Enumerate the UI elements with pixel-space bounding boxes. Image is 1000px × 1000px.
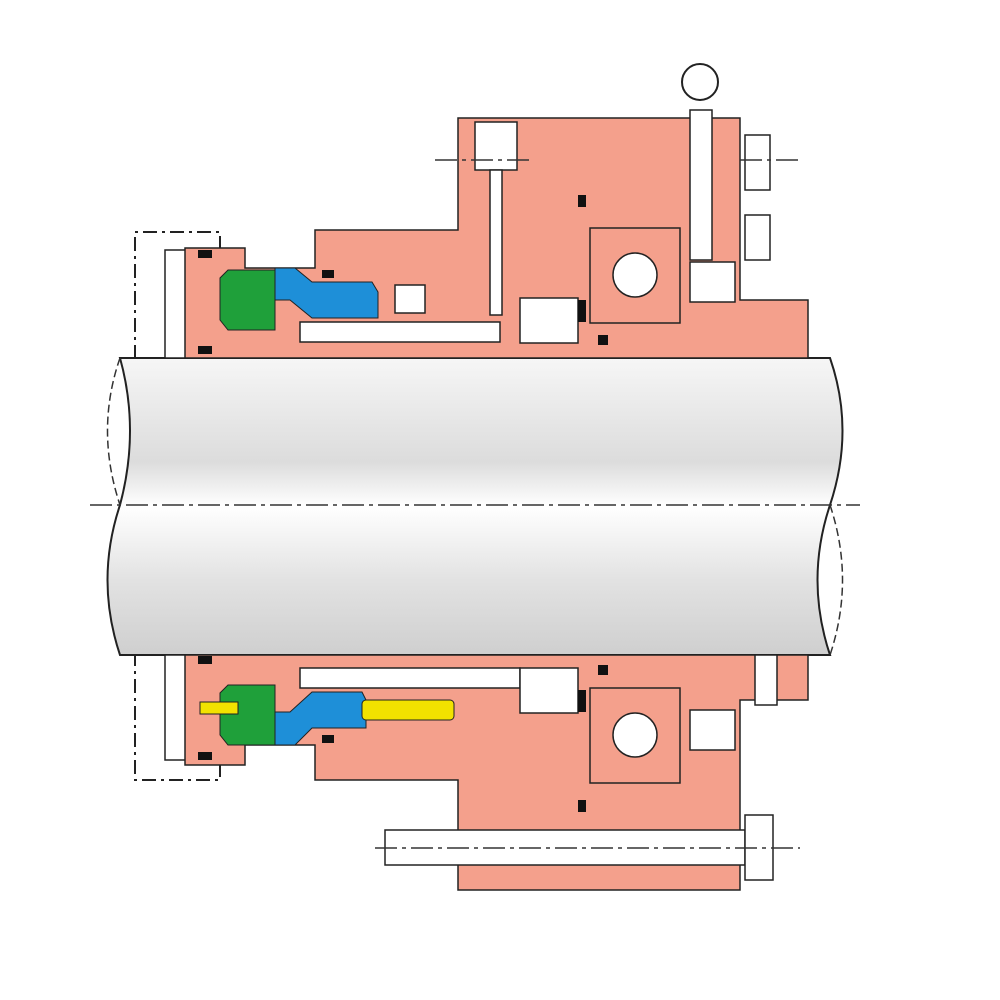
o-ring <box>198 346 212 354</box>
lower-seat-block <box>519 667 579 714</box>
upper-right-screw <box>744 134 771 191</box>
o-ring <box>578 800 586 812</box>
upper-bolt-shank <box>489 169 503 316</box>
o-ring <box>198 656 212 664</box>
lower-stationary-ring <box>219 684 276 746</box>
o-ring <box>598 665 608 675</box>
lower-drive-pin-right <box>361 699 455 721</box>
o-ring <box>322 735 334 743</box>
upper-seal-half <box>134 63 809 359</box>
flush-port-fitting-icon <box>681 63 719 101</box>
upper-seat-block <box>519 297 579 344</box>
o-ring <box>578 195 586 207</box>
o-ring <box>198 752 212 760</box>
upper-spring <box>394 284 426 314</box>
upper-side-block <box>689 261 736 303</box>
upper-bearing-ball <box>612 252 658 298</box>
shaft <box>106 357 844 656</box>
lower-bearing-ball <box>612 712 658 758</box>
lower-bolt-head <box>744 814 774 881</box>
upper-rotating-face <box>274 267 379 319</box>
o-ring <box>598 335 608 345</box>
upper-bolt-head <box>474 121 518 171</box>
o-ring <box>322 270 334 278</box>
upper-stationary-ring <box>219 269 276 331</box>
lower-set-screw <box>754 654 778 706</box>
upper-right-screw-2 <box>744 214 771 261</box>
o-ring <box>578 690 586 712</box>
lower-seal-half <box>134 654 809 891</box>
upper-port-tube <box>689 109 713 261</box>
lower-inner-bore <box>299 667 521 689</box>
upper-inner-bore <box>299 321 501 343</box>
o-ring <box>578 300 586 322</box>
lower-side-block <box>689 709 736 751</box>
lower-drive-pin-left <box>199 701 239 715</box>
o-ring <box>198 250 212 258</box>
